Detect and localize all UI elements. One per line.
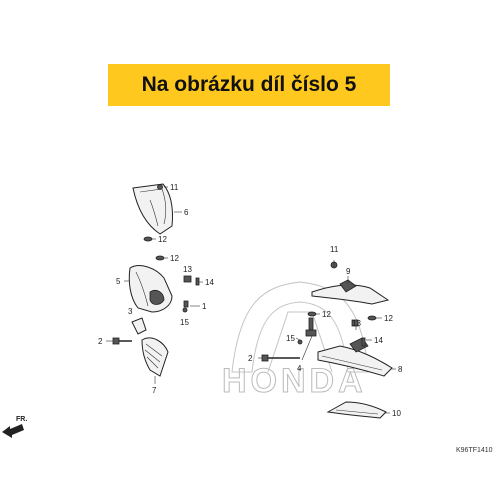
direction-label: FR.	[16, 416, 27, 423]
label-9: 9	[346, 267, 351, 276]
label-7: 7	[152, 386, 157, 395]
part-7-cover	[141, 337, 169, 377]
label-1: 1	[202, 302, 207, 311]
front-direction-arrow: FR.	[2, 416, 27, 438]
label-13-right: 13	[352, 319, 361, 328]
leader-lines	[106, 186, 396, 414]
part-2-bolt-left	[112, 337, 132, 345]
part-3-bracket	[131, 317, 147, 335]
label-15-right: 15	[286, 334, 295, 343]
part-5-cover	[128, 265, 173, 313]
label-2-right: 2	[248, 354, 253, 363]
label-8: 8	[398, 365, 403, 374]
label-6: 6	[184, 208, 189, 217]
label-3: 3	[128, 307, 133, 316]
label-11-top: 11	[170, 183, 179, 192]
right-hardware	[261, 311, 377, 362]
label-14-right: 14	[374, 336, 383, 345]
label-14-left: 14	[205, 278, 214, 287]
label-11-right: 11	[330, 245, 339, 254]
part-6-cover	[132, 183, 173, 235]
label-12-b: 12	[170, 254, 179, 263]
label-4: 4	[297, 364, 302, 373]
label-12-right: 12	[384, 314, 393, 323]
label-10: 10	[392, 409, 401, 418]
watermark-text: HONDA	[222, 362, 367, 400]
label-2-left: 2	[98, 337, 103, 346]
banner-text: Na obrázku díl číslo 5	[141, 73, 357, 96]
label-12-a: 12	[158, 235, 167, 244]
diagram-code: K96TF1410	[456, 447, 493, 454]
part-10-cover	[326, 401, 387, 419]
honda-watermark: HONDA	[222, 281, 369, 401]
part-number-banner: Na obrázku díl číslo 5	[108, 64, 390, 106]
label-15-left: 15	[180, 318, 189, 327]
label-5: 5	[116, 277, 121, 286]
label-13-left: 13	[183, 265, 192, 274]
label-12-center: 12	[322, 310, 331, 319]
